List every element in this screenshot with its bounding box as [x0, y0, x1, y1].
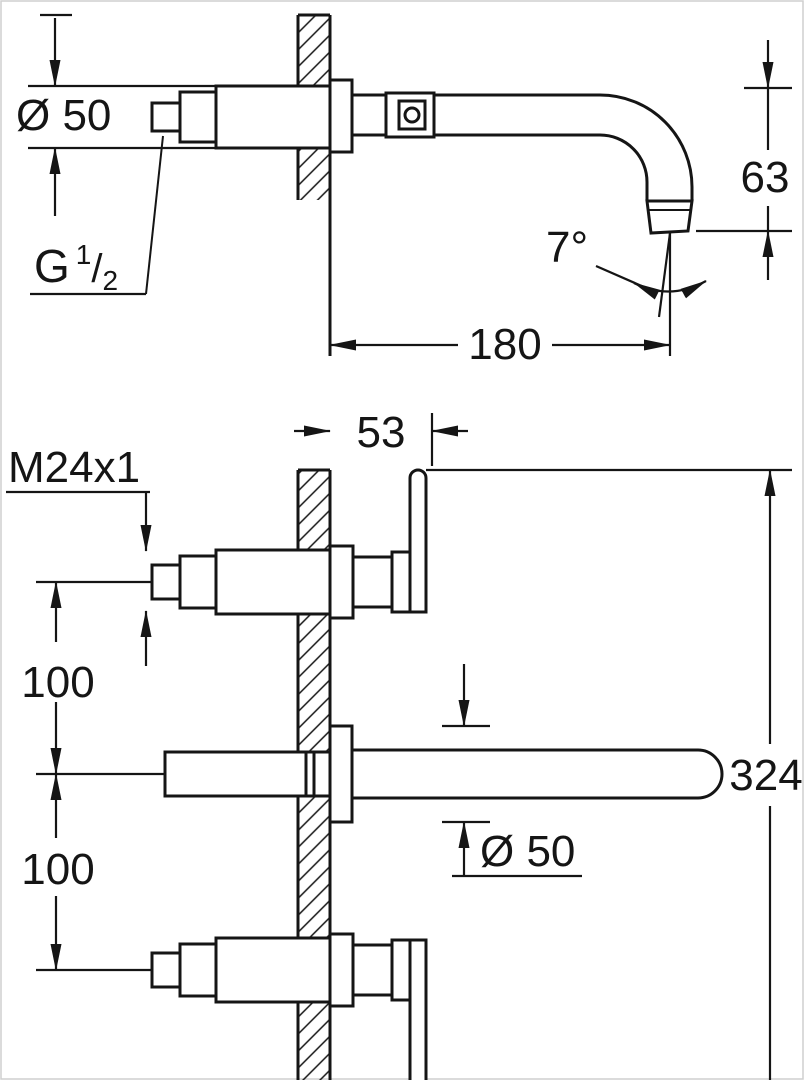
concealed-valve-side [150, 78, 354, 154]
leader-line [595, 264, 645, 289]
dim-label-drop: 63 [741, 153, 790, 202]
dim-lower-spacing: 100 [21, 773, 152, 972]
dim-label-reach: 180 [468, 320, 541, 369]
spout-tube [350, 748, 724, 800]
dim-overall-height: 324 [426, 468, 803, 1080]
dim-label-height: 324 [729, 751, 802, 800]
thread-denominator: 2 [102, 265, 118, 296]
dim-spout-drop: 63 [696, 40, 792, 280]
dim-escutcheon-diameter: Ø 50 [442, 664, 582, 878]
handle-hub [390, 938, 412, 1002]
spout-inner-bend [599, 133, 649, 201]
dim-label-diameter: Ø 50 [480, 827, 575, 876]
handle-hub [390, 550, 412, 614]
dim-wall-to-handle: 53 [294, 408, 468, 466]
thread-letter: G [34, 240, 70, 292]
thread-slash: / [91, 247, 103, 291]
spout-outer-bend [599, 93, 694, 201]
valve-lower [150, 932, 428, 1080]
dim-outlet-angle: 7° [546, 223, 707, 356]
dim-label-diameter: Ø 50 [16, 91, 111, 140]
spout-outlet-nozzle [645, 199, 694, 235]
spout-flange [328, 724, 354, 824]
thread-numerator: 1 [76, 239, 92, 270]
union-nut [178, 554, 218, 610]
setscrew [403, 106, 421, 124]
cartridge-stem [351, 555, 394, 609]
union-nut [178, 90, 218, 144]
dim-spout-reach: 180 [329, 320, 671, 369]
dim-body-diameter: Ø 50 [16, 13, 216, 216]
dim-label-angle: 7° [546, 223, 588, 272]
dim-label-spacing: 100 [21, 845, 94, 894]
dim-label-thread: M24x1 [8, 443, 140, 492]
union-nut [178, 942, 218, 998]
leader-line [145, 135, 164, 295]
escutcheon [328, 932, 355, 1008]
front-view: M24x1 53 100 100 324 [6, 408, 803, 1080]
inlet-connector [150, 101, 182, 133]
valve-body [214, 548, 332, 616]
handle-lever [408, 938, 428, 1080]
handle-lever [408, 468, 428, 614]
inlet-connector [150, 563, 182, 601]
valve-upper [150, 468, 428, 620]
dim-label-depth: 53 [357, 408, 406, 457]
inlet-connector [150, 951, 182, 989]
dim-upper-spacing: 100 [21, 580, 165, 776]
valve-body [214, 84, 332, 150]
wall-section [296, 13, 332, 356]
valve-body [214, 936, 332, 1004]
supply-tube [163, 750, 332, 798]
spout-side [352, 91, 694, 235]
spout-front [163, 724, 724, 824]
escutcheon [328, 78, 354, 154]
escutcheon [328, 544, 355, 620]
angled-reference-line [657, 232, 672, 318]
cartridge-stem [351, 943, 394, 997]
dim-handle-thread: M24x1 [6, 443, 152, 666]
dim-label-spacing: 100 [21, 658, 94, 707]
